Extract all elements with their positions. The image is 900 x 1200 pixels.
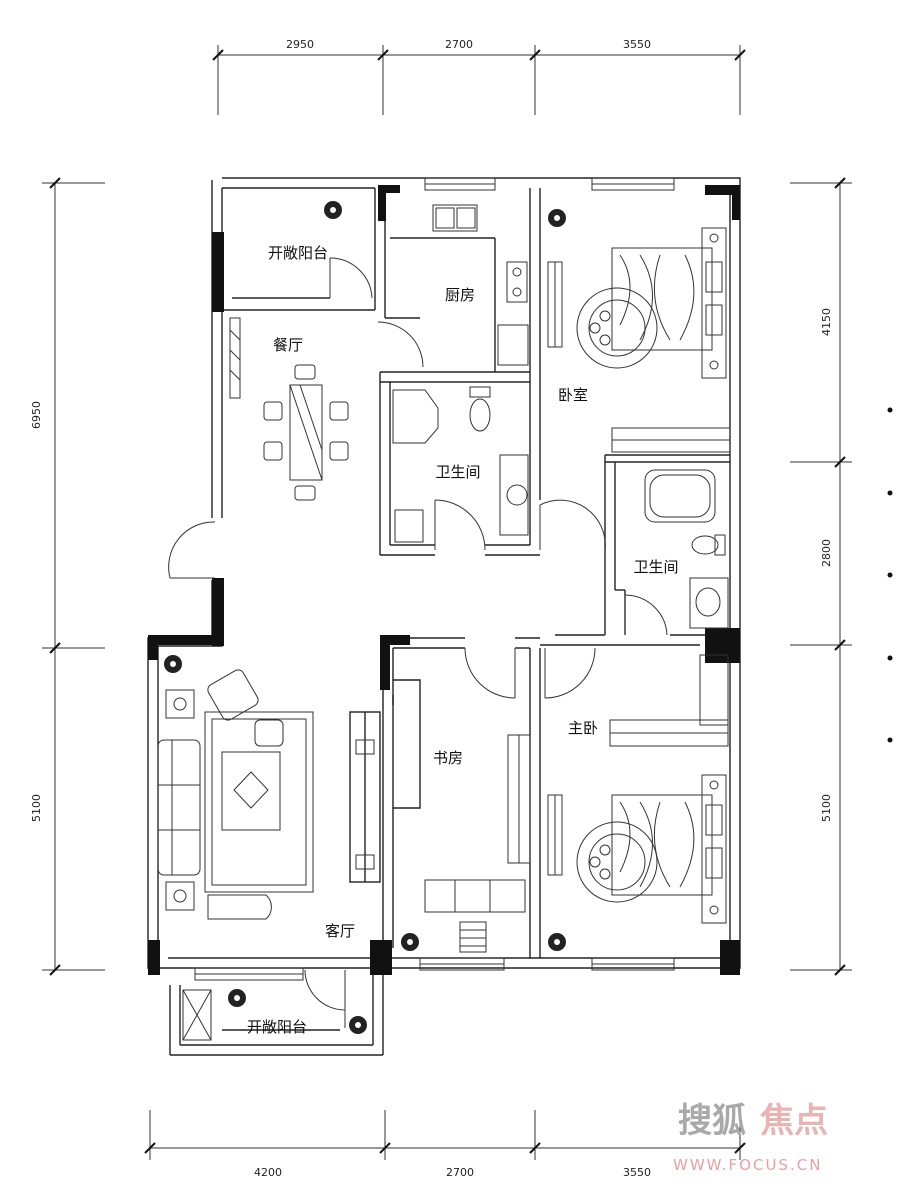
dimension-ticks (49, 49, 846, 1154)
margin-dots (887, 407, 893, 743)
watermark-brand-a: 搜狐 (678, 1101, 746, 1141)
dimension-lines (42, 45, 852, 1160)
room-label-study: 书房 (433, 749, 463, 767)
plant-icon (164, 655, 182, 673)
room-label-bath-1: 卫生间 (435, 463, 480, 481)
furniture (157, 204, 731, 1041)
plant-icon (349, 1016, 367, 1034)
dim-right-3: 5100 (820, 794, 833, 822)
dim-top-1: 2950 (286, 38, 314, 51)
windows (194, 177, 675, 981)
dim-bottom-2: 2700 (446, 1166, 474, 1179)
master-bed (576, 774, 727, 924)
dim-top-2: 2700 (445, 38, 473, 51)
dim-top-3: 3550 (623, 38, 651, 51)
living-sofa-set (157, 669, 314, 920)
dim-bottom-1: 4200 (254, 1166, 282, 1179)
wall-pillars (148, 185, 740, 975)
room-label-balcony-top: 开敞阳台 (268, 244, 328, 262)
watermark-url: WWW.FOCUS.CN (673, 1156, 822, 1174)
dim-left-2: 5100 (30, 794, 43, 822)
room-label-kitchen: 厨房 (445, 286, 475, 304)
plant-icon (228, 989, 246, 1007)
watermark-brand-b: 焦点 (760, 1101, 828, 1141)
room-label-living: 客厅 (325, 922, 355, 940)
watermark-logo: 搜狐 焦点 WWW.FOCUS.CN (673, 1101, 828, 1174)
dining-table (263, 364, 349, 501)
room-label-dining: 餐厅 (273, 336, 303, 354)
plants (164, 201, 566, 1034)
plant-icon (401, 933, 419, 951)
room-label-master-bedroom: 主卧 (568, 719, 598, 737)
dim-right-1: 4150 (820, 308, 833, 336)
doors (168, 257, 668, 1028)
room-label-bath-2: 卫生间 (633, 558, 678, 576)
dim-bottom-3: 3550 (623, 1166, 651, 1179)
room-label-bedroom: 卧室 (558, 386, 588, 404)
dim-right-2: 2800 (820, 539, 833, 567)
room-label-balcony-bottom: 开敞阳台 (247, 1018, 307, 1036)
plant-icon (548, 209, 566, 227)
plant-icon (548, 933, 566, 951)
dim-left-1: 6950 (30, 401, 43, 429)
plant-icon (324, 201, 342, 219)
bedroom-bed (576, 227, 727, 379)
